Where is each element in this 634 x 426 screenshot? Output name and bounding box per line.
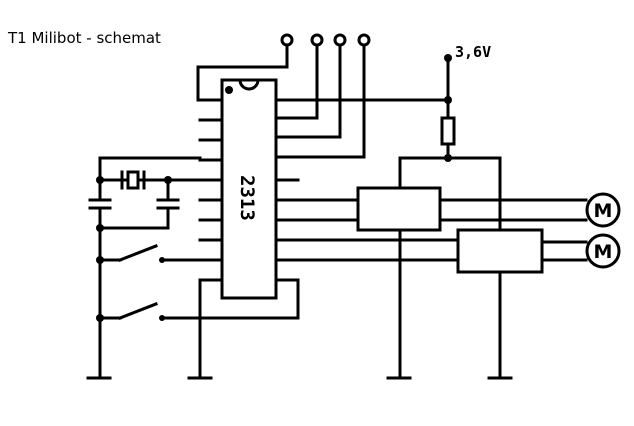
motor-1: M bbox=[585, 192, 621, 228]
motor-driver-section bbox=[274, 186, 588, 380]
motor-1-symbol bbox=[585, 192, 621, 228]
cap2-lead-bottom bbox=[98, 206, 170, 230]
microcontroller-2313: 2313 bbox=[198, 78, 300, 300]
motor-2: M bbox=[585, 233, 621, 269]
motor-2-symbol bbox=[585, 233, 621, 269]
switch2-blade bbox=[118, 302, 158, 320]
driver-supply-wire bbox=[398, 156, 502, 232]
terminal-2-wire bbox=[274, 42, 319, 120]
motor-driver-1 bbox=[356, 186, 442, 232]
xtal-wire-a bbox=[98, 156, 224, 182]
chip-notch bbox=[238, 78, 260, 91]
input-terminals bbox=[196, 33, 371, 159]
supply-section: 3,6V bbox=[274, 43, 502, 232]
switch2-lead-right bbox=[160, 278, 300, 320]
chip-label: 2313 bbox=[236, 175, 258, 221]
motor-2-label: M bbox=[594, 241, 613, 263]
terminal-4 bbox=[357, 33, 371, 47]
chip-ground bbox=[187, 278, 224, 380]
terminal-3 bbox=[333, 33, 347, 47]
terminal-3-wire bbox=[274, 42, 342, 139]
chip-ground-wire bbox=[198, 278, 224, 380]
schematic-title: T1 Milibot - schemat bbox=[7, 29, 161, 47]
switch-section bbox=[86, 226, 300, 380]
terminal-4-wire bbox=[274, 42, 366, 159]
chip-body bbox=[220, 78, 278, 300]
supply-voltage-label: 3,6V bbox=[455, 43, 491, 61]
pin1-marker bbox=[225, 86, 233, 94]
switch1-blade bbox=[118, 244, 158, 262]
motor-driver-2 bbox=[456, 228, 544, 274]
resistor bbox=[440, 116, 456, 146]
terminal-2 bbox=[310, 33, 324, 47]
motor-1-label: M bbox=[594, 200, 613, 222]
crystal bbox=[126, 170, 140, 190]
terminal-1 bbox=[280, 33, 294, 47]
oscillator-section bbox=[88, 156, 224, 232]
